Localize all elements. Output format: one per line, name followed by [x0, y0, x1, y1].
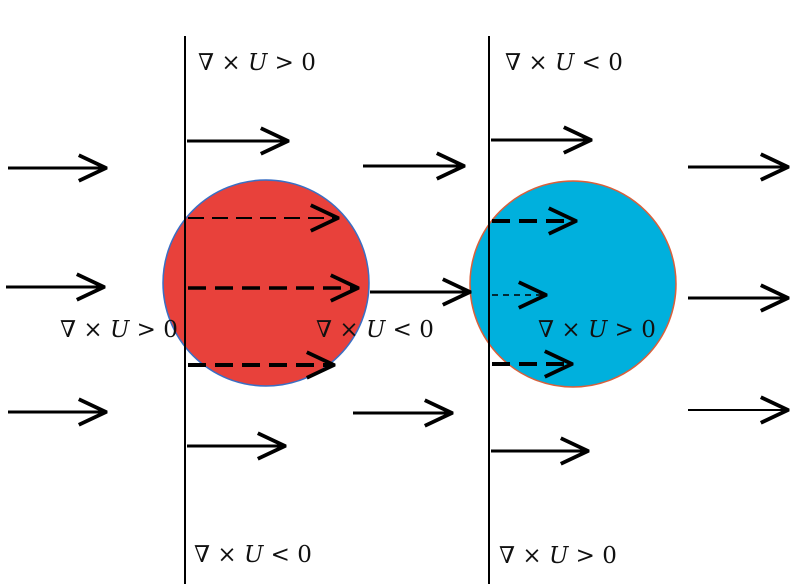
label-right-bottom: ∇ × U > 0	[499, 543, 617, 569]
label-left-top: ∇ × U > 0	[198, 50, 316, 76]
blue-circle	[469, 180, 677, 388]
label-left-circle-side: ∇ × U > 0	[60, 317, 178, 343]
label-left-bottom: ∇ × U < 0	[194, 542, 312, 568]
label-left-circle-inside: ∇ × U < 0	[316, 317, 434, 343]
label-right-top: ∇ × U < 0	[505, 50, 623, 76]
red-circle	[162, 179, 370, 387]
label-right-circle-inside: ∇ × U > 0	[538, 317, 656, 343]
flow-arrows-dashed	[188, 218, 576, 365]
flow-arrows-solid	[6, 140, 788, 451]
